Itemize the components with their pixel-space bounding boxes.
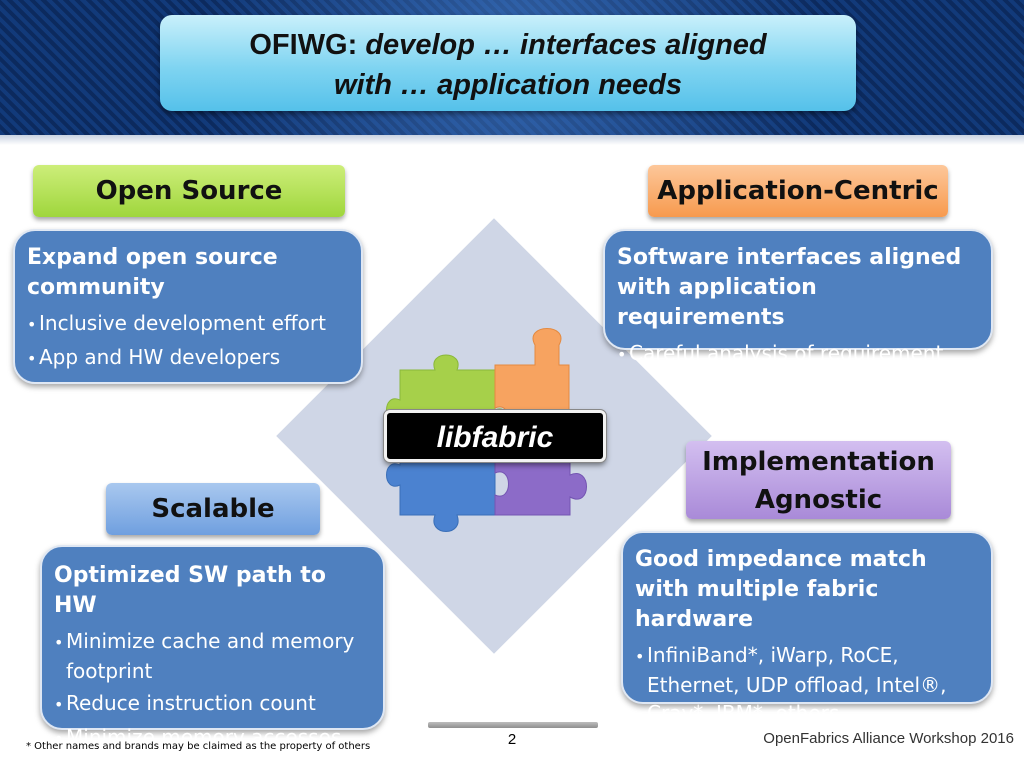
application-centric-heading: Software interfaces aligned with applica… [617, 245, 962, 330]
libfabric-label: libfabric [384, 410, 606, 462]
footer-note: * Other names and brands may be claimed … [26, 741, 371, 752]
puzzle-piece-purple [494, 444, 587, 516]
scalable-box: Optimized SW path to HW Minimize cache a… [40, 545, 385, 749]
title-line1: develop … interfaces aligned [365, 29, 767, 61]
scalable-tab: Scalable [106, 483, 320, 535]
open-source-heading: Expand open source community [27, 245, 278, 300]
bullet-item: Careful analysis of requirement [617, 339, 983, 369]
bullet-item: InfiniBand*, iWarp, RoCE, Ethernet, UDP … [635, 641, 983, 727]
title-line2: with … application needs [333, 69, 683, 101]
open-source-tab: Open Source [33, 165, 345, 217]
bullet-item: Reduce instruction count [54, 689, 373, 719]
bullet-item: App and HW developers [27, 343, 351, 373]
footer-divider [428, 722, 598, 728]
implementation-agnostic-tab: Implementation Agnostic [686, 441, 951, 519]
implementation-agnostic-label-line2: Agnostic [754, 485, 883, 515]
banner-shadow [0, 135, 1024, 145]
page-number: 2 [507, 731, 517, 748]
implementation-agnostic-label-line1: Implementation [702, 447, 935, 477]
application-centric-box: Software interfaces aligned with applica… [603, 229, 993, 365]
bullet-item: Minimize cache and memory footprint [54, 627, 373, 685]
application-centric-tab: Application-Centric [648, 165, 948, 217]
implementation-agnostic-heading: Good impedance match with multiple fabri… [635, 547, 927, 632]
bullet-item: Minimize memory accesses [54, 723, 373, 753]
puzzle-piece-blue [386, 444, 496, 532]
open-source-box: Expand open source community Inclusive d… [13, 229, 363, 384]
title-prefix: OFIWG: [249, 29, 366, 61]
slide-title: OFIWG: develop … interfaces aligned with… [160, 15, 856, 111]
open-source-bullets: Inclusive development effort App and HW … [27, 309, 351, 373]
footer-workshop: OpenFabrics Alliance Workshop 2016 [763, 730, 1014, 747]
implementation-agnostic-bullets: InfiniBand*, iWarp, RoCE, Ethernet, UDP … [635, 641, 983, 727]
bullet-item: Inclusive development effort [27, 309, 351, 339]
implementation-agnostic-box: Good impedance match with multiple fabri… [621, 531, 993, 725]
scalable-bullets: Minimize cache and memory footprint Redu… [54, 627, 373, 753]
application-centric-bullets: Careful analysis of requirement [617, 339, 983, 369]
scalable-heading: Optimized SW path to HW [54, 563, 326, 618]
